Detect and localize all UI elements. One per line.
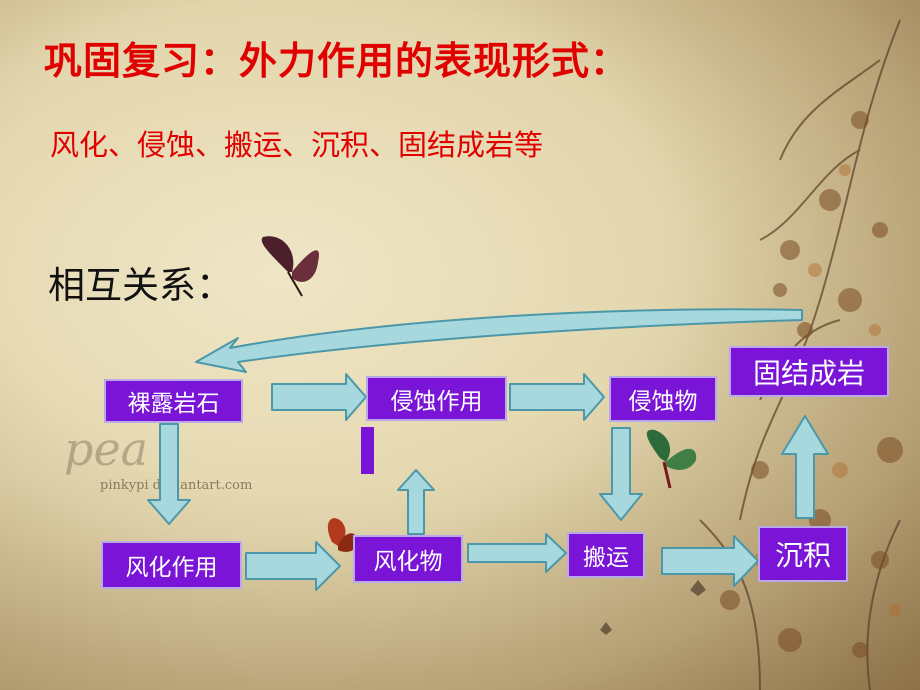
node-weathering: 风化作用 <box>101 541 242 589</box>
node-erosion: 侵蚀作用 <box>366 376 507 421</box>
relation-label: 相互关系： <box>48 264 233 307</box>
node-weathered-material: 风化物 <box>353 535 463 583</box>
node-eroded-material: 侵蚀物 <box>609 376 717 422</box>
arrow-right <box>467 533 567 573</box>
node-transport: 搬运 <box>567 532 645 578</box>
butterfly-icon <box>646 429 697 489</box>
butterfly-icon <box>261 236 319 297</box>
arrow-up <box>397 469 435 535</box>
accent-bar <box>361 427 374 474</box>
arrow-right <box>509 373 605 421</box>
node-lithification: 固结成岩 <box>729 346 889 397</box>
arrow-down <box>147 423 191 525</box>
arrow-right <box>245 541 341 591</box>
node-bare-rock: 裸露岩石 <box>104 379 243 423</box>
node-deposition: 沉积 <box>758 526 848 582</box>
arrow-up <box>781 415 829 519</box>
slide-subtitle: 风化、侵蚀、搬运、沉积、固结成岩等 <box>50 128 544 162</box>
arrow-right <box>661 535 759 587</box>
arrow-right <box>271 373 367 421</box>
arrow-down <box>599 427 643 521</box>
slide-title: 巩固复习：外力作用的表现形式： <box>44 39 630 83</box>
watermark-script: pea <box>64 422 149 476</box>
return-arc-arrow <box>195 308 803 373</box>
